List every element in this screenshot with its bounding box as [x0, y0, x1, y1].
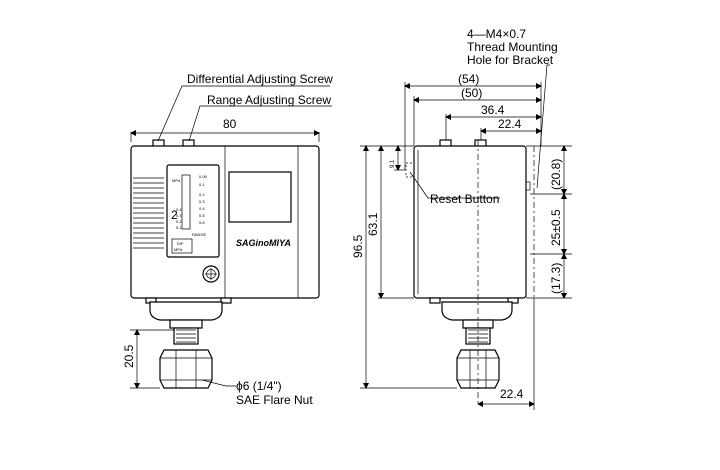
scale-tick-right-6: 0.6	[199, 220, 205, 225]
dim-80-label: 80	[223, 117, 237, 131]
dimension-80: 80	[130, 117, 320, 142]
dimension-20-5: 20.5	[122, 329, 175, 389]
differential-screw-label: Differential Adjusting Screw	[187, 72, 333, 86]
thread-hole-label-1: 4—M4×0.7	[467, 27, 526, 41]
brand-logo: SAGinoMIYA	[236, 238, 291, 248]
scale-range-label: RANGE	[192, 232, 207, 237]
scale-tick-left-1: 0.3	[176, 213, 182, 218]
side-top-dimensions: (54) (50) 36.4 22.4	[404, 72, 542, 170]
dim-22-4-top-label: 22.4	[498, 117, 522, 131]
flare-nut-label-2: SAE Flare Nut	[236, 393, 313, 407]
scale-tick-right-3: 0.3	[199, 199, 205, 204]
range-screw-label: Range Adjusting Screw	[207, 93, 331, 107]
label-plate	[228, 171, 292, 223]
connector-neck	[149, 301, 223, 321]
scale-tick-right-2: 0.2	[199, 192, 205, 197]
dimension-22-4-bottom: 22.4	[477, 298, 535, 410]
side-body	[413, 145, 527, 299]
dim-20-8-label: (20.8)	[549, 159, 563, 190]
scale-tick-right-5: 0.5	[199, 213, 205, 218]
scale-diff-label-1: DIF	[177, 241, 184, 246]
reset-button-callout: Reset Button	[409, 171, 500, 206]
reset-button-label: Reset Button	[430, 192, 499, 206]
scale-numeral: 2	[171, 208, 178, 222]
dim-20-5-label: 20.5	[122, 344, 136, 368]
side-left-dimensions: 9.1 63.1 96.5	[351, 145, 457, 389]
thread-hole-callout: 4—M4×0.7 Thread Mounting Hole for Bracke…	[467, 27, 558, 189]
flare-nut-label-1: ϕ6 (1/4")	[236, 379, 282, 393]
scale-tick-right-4: 0.4	[199, 206, 205, 211]
dim-9-1-label: 9.1	[390, 159, 396, 168]
scale-unit: MPa	[172, 178, 181, 183]
flare-nut-callout: ϕ6 (1/4") SAE Flare Nut	[201, 379, 313, 407]
screw-leaders: Differential Adjusting Screw Range Adjus…	[157, 72, 333, 142]
flare-nut	[159, 349, 213, 389]
thread-hole-label-3: Hole for Bracket	[467, 53, 554, 67]
scale-tick-right-1: 0.1	[199, 182, 205, 187]
dim-96-5-label: 96.5	[351, 234, 365, 258]
vent-slots	[133, 177, 164, 249]
scale-tick-left-0: 0.4	[176, 207, 182, 212]
dim-22-4-bottom-label: 22.4	[500, 387, 524, 401]
dim-25-label: 25±0.5	[549, 209, 563, 246]
scale-diff-label-2: MPa	[174, 247, 183, 252]
scale-tick-left-2: 0.2	[176, 219, 182, 224]
dim-50-label: (50)	[461, 86, 482, 100]
reset-button	[405, 162, 415, 178]
dim-36-4-label: 36.4	[481, 103, 505, 117]
scale-tick-right-0: 0.06	[199, 174, 208, 179]
dim-63-1-label: 63.1	[366, 212, 380, 236]
scale-window	[166, 164, 220, 258]
thread-hole-label-2: Thread Mounting	[467, 40, 558, 54]
side-right-dimensions: (20.8) 25±0.5 (17.3)	[526, 145, 572, 299]
scale-tick-left-3: 0.1	[176, 225, 182, 230]
dim-17-3-label: (17.3)	[549, 263, 563, 294]
dim-54-label: (54)	[458, 72, 479, 86]
front-view: MPa 0.06 0.1 0.2 0.3 0.4 0.5 0.6 2 0.4 0…	[130, 139, 320, 389]
side-view	[405, 139, 535, 405]
